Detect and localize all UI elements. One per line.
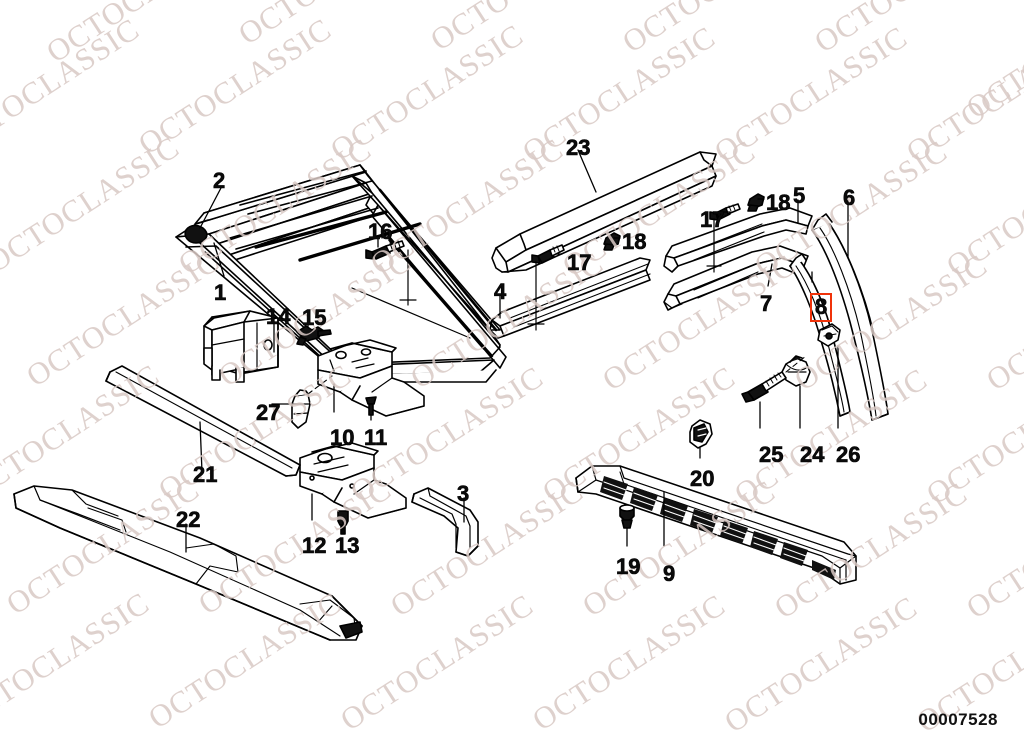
callout-label-21: 21 bbox=[193, 462, 218, 487]
part-14-bracket bbox=[203, 310, 279, 383]
callout-label-17b: 17 bbox=[700, 207, 725, 232]
part-2-frame-rail bbox=[194, 164, 501, 332]
callout-label-1: 1 bbox=[214, 280, 227, 305]
callout-label-18b: 18 bbox=[766, 190, 791, 215]
callout-label-20: 20 bbox=[690, 466, 715, 491]
callout-label-25: 25 bbox=[759, 442, 784, 467]
callout-label-13: 13 bbox=[335, 533, 360, 558]
callout-label-26: 26 bbox=[836, 442, 861, 467]
callout-label-9: 9 bbox=[663, 561, 676, 586]
part-4-rail bbox=[489, 257, 651, 339]
callout-label-16: 16 bbox=[368, 219, 393, 244]
part-20-retainer-clip bbox=[689, 419, 713, 449]
callout-label-22: 22 bbox=[176, 507, 201, 532]
part-17-screw-left bbox=[531, 244, 565, 264]
callout-label-24: 24 bbox=[800, 442, 825, 467]
part-3-bracket bbox=[411, 487, 479, 557]
part-19-plug bbox=[619, 504, 635, 529]
part-18-clip-right bbox=[747, 193, 765, 212]
callout-label-11: 11 bbox=[364, 425, 388, 450]
part-12-latch-plate bbox=[299, 442, 407, 519]
callout-label-17a: 17 bbox=[567, 250, 592, 275]
callout-label-18a: 18 bbox=[622, 229, 647, 254]
callout-label-27: 27 bbox=[256, 400, 281, 425]
callout-label-8[interactable]: 8 bbox=[810, 293, 833, 322]
part-15-clip bbox=[296, 325, 332, 346]
callout-label-5: 5 bbox=[793, 183, 806, 208]
callout-label-15: 15 bbox=[302, 305, 327, 330]
part-27-buffer bbox=[291, 389, 311, 429]
callout-label-2: 2 bbox=[213, 168, 226, 193]
callout-label-7: 7 bbox=[760, 291, 773, 316]
callout-label-14: 14 bbox=[266, 304, 291, 329]
callout-label-23: 23 bbox=[566, 135, 591, 160]
part-22-cross-bow bbox=[13, 485, 363, 641]
part-10-latch-plate bbox=[317, 339, 425, 417]
diagram-reference-number: 00007528 bbox=[918, 710, 998, 729]
part-16-screw bbox=[365, 240, 405, 260]
part-21-tube bbox=[105, 365, 301, 477]
callout-label-3: 3 bbox=[457, 481, 470, 506]
part-23-trim-panel bbox=[491, 151, 717, 273]
part-5-curved-rail bbox=[663, 207, 813, 273]
part-9-vented-rail bbox=[575, 465, 857, 585]
part-13-rivet bbox=[337, 510, 349, 535]
part-26-clip bbox=[817, 323, 841, 347]
callout-label-6: 6 bbox=[843, 185, 856, 210]
part-18-clip-left bbox=[603, 232, 621, 251]
callout-label-10: 10 bbox=[330, 425, 355, 450]
callout-label-19: 19 bbox=[616, 554, 641, 579]
callout-label-12: 12 bbox=[302, 533, 327, 558]
part-6-outer-curved-post bbox=[811, 213, 889, 421]
part-11-screw bbox=[365, 396, 377, 416]
part-25-screw bbox=[741, 371, 787, 403]
callout-label-4: 4 bbox=[494, 279, 507, 304]
